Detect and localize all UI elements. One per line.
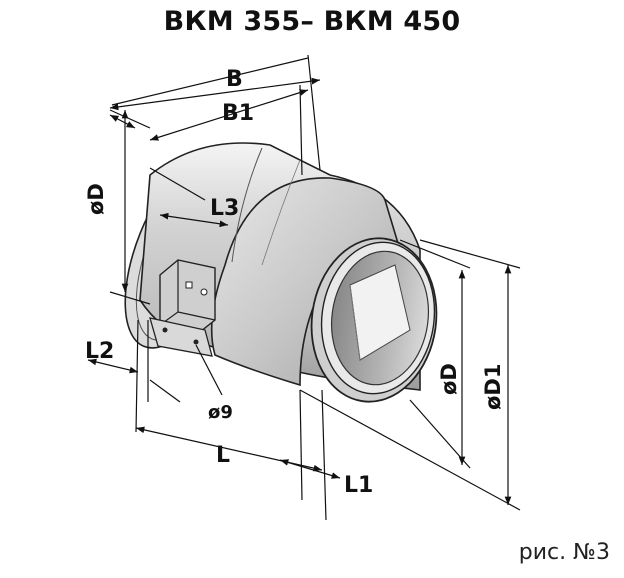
fan-housing	[124, 142, 438, 403]
dim-od1: øD1	[481, 364, 505, 410]
dim-od-right: øD	[437, 363, 461, 395]
dim-l2: L2	[85, 339, 114, 364]
dim-l: L	[216, 443, 230, 468]
dim-od-left: øD	[84, 183, 108, 215]
dimension-lines	[87, 54, 521, 521]
dim-hole: ø9	[208, 402, 233, 423]
dim-b1: B1	[222, 101, 254, 126]
dim-l1: L1	[344, 473, 373, 498]
dim-l3: L3	[210, 196, 239, 221]
figure-caption: рис. №3	[518, 540, 610, 565]
diagram-title: ВКМ 355– ВКМ 450	[163, 6, 461, 37]
dim-b: B	[226, 67, 243, 92]
terminal-box	[149, 259, 216, 357]
